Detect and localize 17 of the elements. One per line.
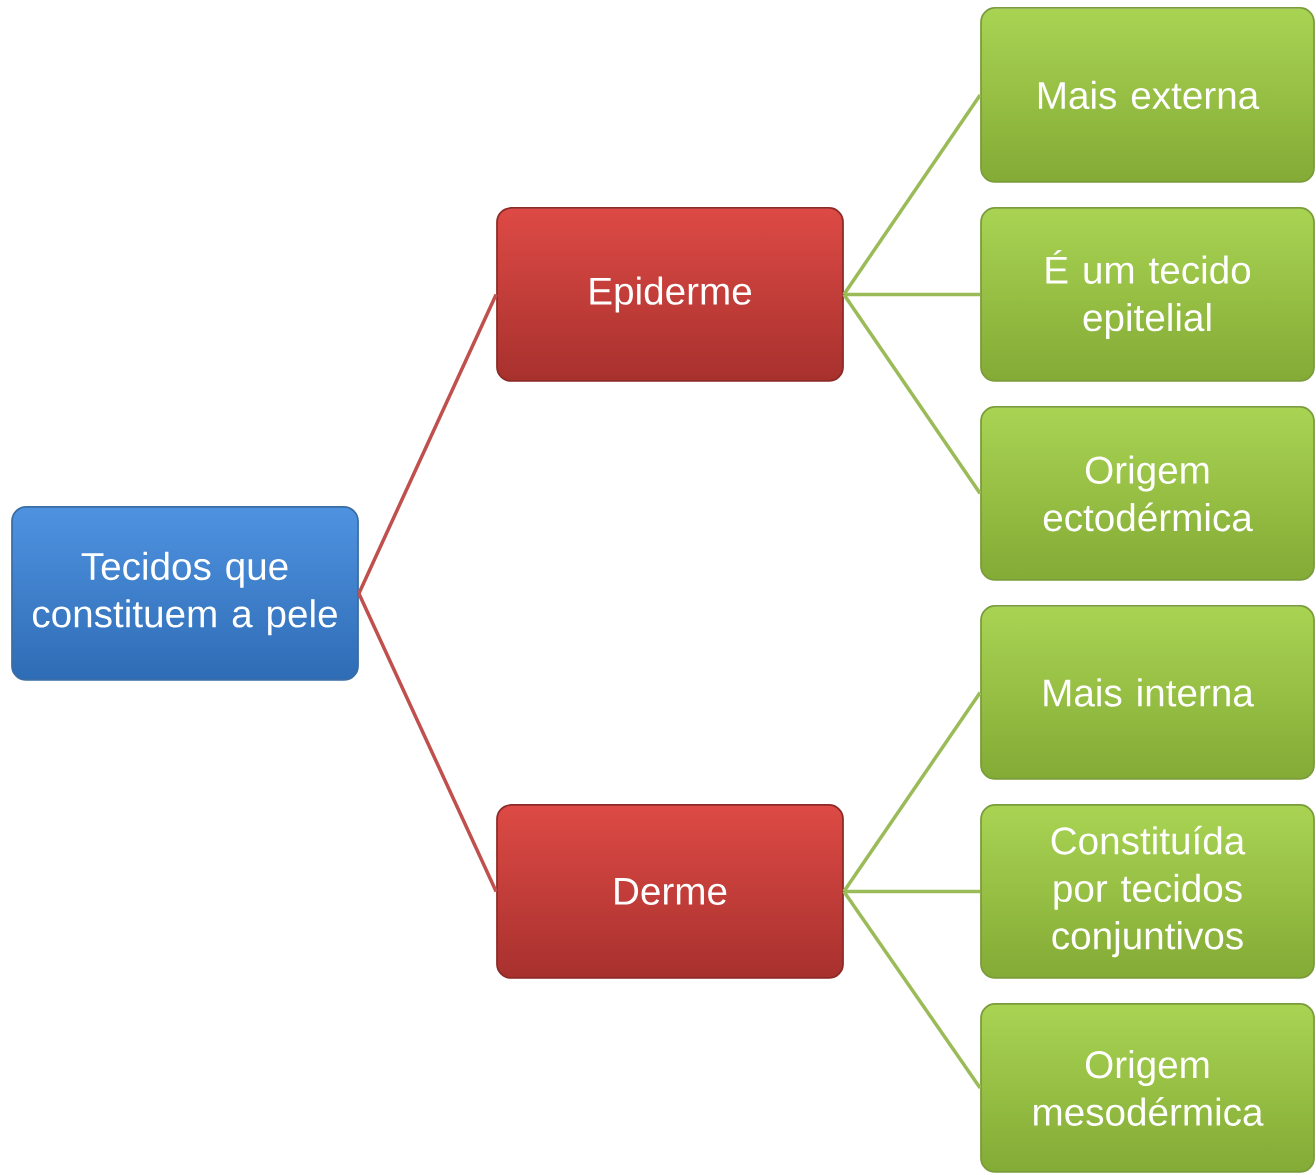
- detail-box: Mais interna: [980, 605, 1315, 780]
- connector-line: [842, 293, 982, 495]
- connector-line: [843, 889, 981, 894]
- connector-line: [843, 292, 981, 297]
- topic-box: Tecidos que constituem a pele: [11, 506, 359, 681]
- detail-box: É um tecido epitelial: [980, 207, 1315, 382]
- connector-line: [842, 94, 982, 296]
- category-box: Derme: [496, 804, 844, 979]
- detail-box: Origem ectodérmica: [980, 406, 1315, 581]
- detail-box: Constituída por tecidos conjuntivos: [980, 804, 1315, 979]
- detail-box: Origem mesodérmica: [980, 1003, 1315, 1173]
- connector-line: [357, 293, 498, 595]
- connector-line: [842, 691, 982, 893]
- connector-line: [357, 592, 498, 893]
- detail-box: Mais externa: [980, 7, 1315, 183]
- connector-line: [842, 890, 982, 1089]
- category-box: Epiderme: [496, 207, 844, 382]
